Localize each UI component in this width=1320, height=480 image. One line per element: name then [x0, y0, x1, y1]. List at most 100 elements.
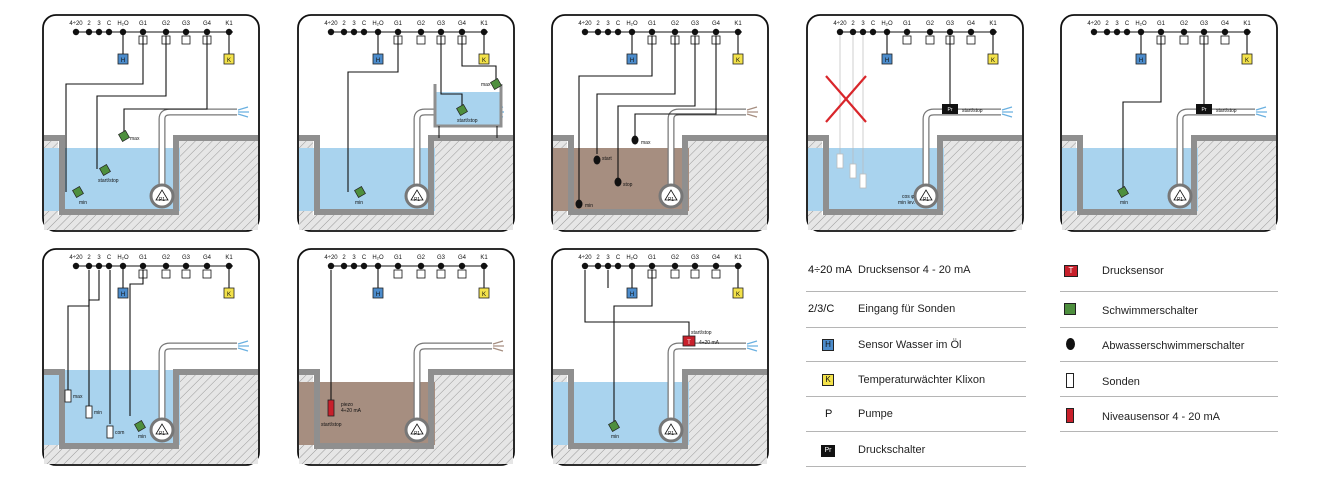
terminal-label: G3 [1200, 21, 1209, 27]
k-badge-label: K [991, 58, 995, 64]
t-badge-icon: T [1064, 265, 1078, 277]
k-badge-label: K [1245, 58, 1249, 64]
terminal-label: C [362, 255, 367, 261]
legend-code: 2/3/C [808, 303, 835, 315]
terminal-label: K1 [1243, 21, 1251, 27]
pump-triangle-icon [1173, 189, 1187, 201]
terminal-label: 3 [97, 21, 101, 27]
tank-wall [299, 135, 513, 215]
legend-text: Abwasserschwimmerschalter [1102, 339, 1245, 352]
terminal-label: G2 [162, 255, 171, 261]
terminal-label: G4 [458, 255, 467, 261]
piezo-label: piezo [341, 402, 353, 408]
terminal-label: K1 [734, 21, 742, 27]
reservoir-legs [438, 126, 498, 138]
terminal-label: 3 [606, 21, 610, 27]
float-wire-2 [96, 36, 167, 169]
terminal-label: K1 [480, 21, 488, 27]
ground-right [434, 138, 513, 230]
probe-icon [85, 405, 93, 419]
ground-bottom [808, 215, 1022, 230]
terminal-box [690, 269, 700, 279]
k-badge-icon [478, 53, 490, 65]
terminal-label: K1 [989, 21, 997, 27]
pressure-sensor-icon [682, 335, 696, 347]
ground-bottom [44, 449, 258, 464]
black-float-icon [614, 177, 622, 187]
pump-label: P1 [668, 431, 674, 437]
legend-code: 4÷20 mA [808, 264, 852, 276]
terminal-label: H₂O [117, 255, 129, 261]
terminal-label: 3 [97, 255, 101, 261]
stop-label: stop [623, 182, 633, 188]
probe-wire-1 [67, 270, 90, 392]
tank-wall [299, 369, 513, 449]
min-label: min [1120, 200, 1128, 206]
terminal-label: G4 [712, 255, 721, 261]
pump-triangle-icon [155, 189, 169, 201]
pump-triangle-icon [664, 423, 678, 435]
pump-label: P1 [668, 197, 674, 203]
terminal-label: G4 [1221, 21, 1230, 27]
terminal-label: 3 [861, 21, 865, 27]
startstop-label: start/stop [457, 118, 478, 124]
h-badge-label: H [121, 292, 125, 298]
float-wire-2 [440, 36, 463, 109]
ground-right [434, 372, 513, 464]
k-badge-icon [223, 53, 235, 65]
terminal-label: G2 [417, 255, 426, 261]
level-sensor-icon [327, 399, 335, 417]
min-label: min [94, 410, 102, 416]
k-badge-label: K [736, 292, 740, 298]
terminal-label: 3 [1115, 21, 1119, 27]
terminal-label: 3 [352, 255, 356, 261]
legend-item-sensor-wasser: H Sensor Wasser im Öl [808, 338, 962, 351]
probe-icon [64, 389, 72, 403]
min-label: min [611, 434, 619, 440]
terminal-label: 2 [851, 21, 855, 27]
pump-triangle-icon [410, 423, 424, 435]
com-label: com [115, 430, 124, 436]
pump-label: P1 [923, 197, 929, 203]
terminal-label: C [871, 21, 876, 27]
terminal-label: G3 [946, 21, 955, 27]
reservoir-wall [433, 84, 503, 128]
green-float-icon [134, 420, 146, 432]
pump-triangle-icon [410, 189, 424, 201]
k-badge-icon: K [822, 374, 834, 386]
terminal-box [711, 269, 721, 279]
terminal-label: 4÷20 [1087, 21, 1101, 27]
min-label: min [585, 203, 593, 209]
terminal-label: G2 [162, 21, 171, 27]
terminal-label: C [616, 255, 621, 261]
h-badge-label: H [630, 292, 634, 298]
pump-label: P1 [1177, 197, 1183, 203]
terminal-label: G1 [648, 21, 657, 27]
pr-label: Pr [1202, 107, 1207, 113]
float-wire [613, 270, 653, 426]
h-badge-label: H [1139, 58, 1143, 64]
float-wire-3 [617, 36, 696, 182]
k-badge-label: K [482, 58, 486, 64]
legend-item-sonden: Sonden [1064, 373, 1140, 391]
legend-text: Eingang für Sonden [858, 303, 956, 315]
terminal-label: 2 [596, 21, 600, 27]
k-badge-label: K [482, 292, 486, 298]
terminal-label: H₂O [372, 21, 384, 27]
terminal-label: C [1125, 21, 1130, 27]
terminal-box [457, 269, 467, 279]
pump-label: P1 [159, 431, 165, 437]
outflow-icon [492, 340, 504, 352]
piezo-ma-label: 4÷20 mA [341, 408, 362, 414]
ground-bottom [299, 215, 513, 230]
outflow-icon [237, 106, 249, 118]
h-badge-label: H [376, 292, 380, 298]
pump-pipe-inner [1177, 109, 1255, 192]
terminal-label: C [616, 21, 621, 27]
terminal-label: G3 [437, 255, 446, 261]
float-wire-1 [65, 36, 144, 192]
tank-wall [553, 135, 767, 215]
legend-item-abwasserschwimmer: Abwasserschwimmerschalter [1064, 338, 1244, 353]
terminal-label: K1 [225, 21, 233, 27]
